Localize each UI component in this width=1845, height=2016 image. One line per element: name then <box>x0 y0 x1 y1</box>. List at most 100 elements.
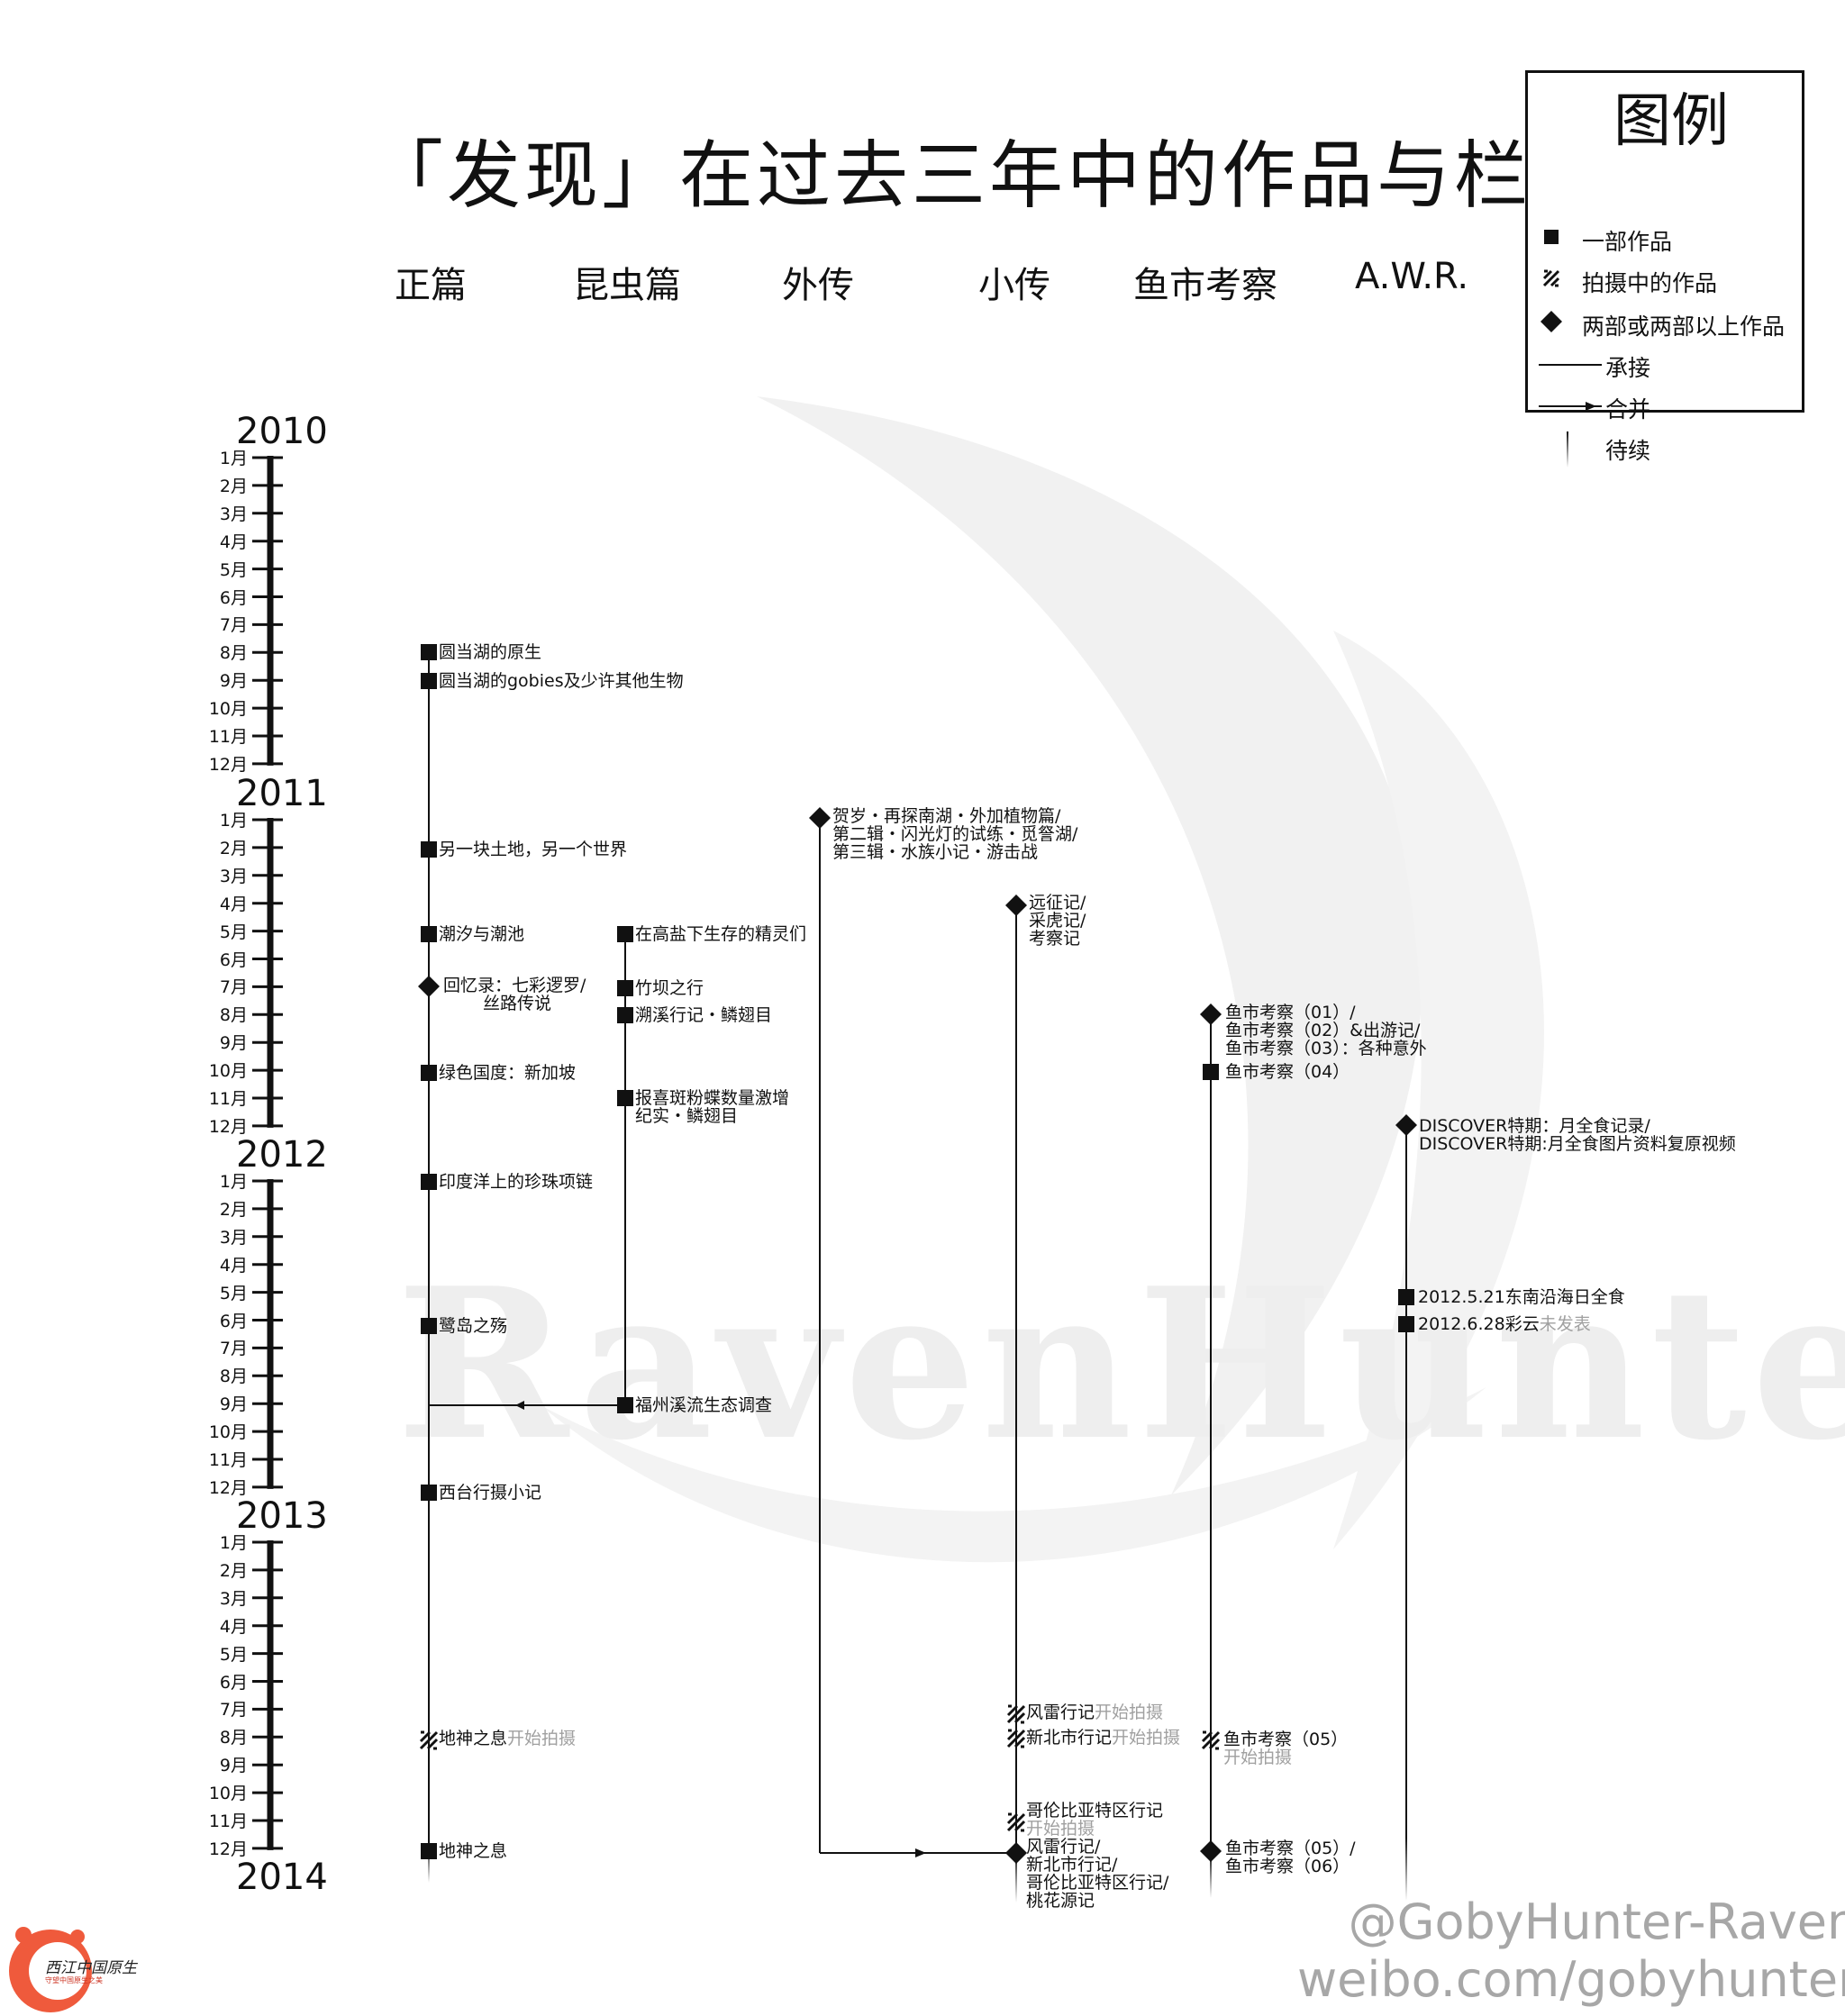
entry-main-3: 另一块土地，另一个世界 <box>439 840 628 859</box>
entry-main-5: 回忆录：七彩逻罗/ 丝路传说 <box>443 976 586 1013</box>
month-label: 1月 <box>219 811 248 831</box>
entry-short-story-5: 风雷行记/ 新北市行记/ 哥伦比亚特区行记/ 桃花源记 <box>1026 1837 1169 1911</box>
month-label: 2月 <box>219 476 248 496</box>
multiple-works-markers <box>418 807 1417 1864</box>
year-label: 2010 <box>236 411 328 452</box>
entry-short-story-2: 风雷行记开始拍摄 <box>1026 1703 1164 1722</box>
entry-fish-market-4: 鱼市考察（05）/ 鱼市考察（06） <box>1225 1839 1356 1876</box>
month-label: 5月 <box>219 1644 248 1665</box>
month-label: 4月 <box>219 894 248 914</box>
month-label: 12月 <box>208 1839 248 1859</box>
month-label: 8月 <box>219 1005 248 1026</box>
month-label: 7月 <box>219 615 248 636</box>
hatched-marker-icon <box>1542 269 1560 287</box>
column-header-short-story: 小传 <box>978 265 1050 306</box>
entry-insects-4: 报喜斑粉蝶数量激增 纪实・鳞翅目 <box>635 1088 790 1126</box>
month-label: 4月 <box>219 531 248 552</box>
arrow-line-icon <box>1539 402 1602 411</box>
month-label: 12月 <box>208 1116 248 1137</box>
main-series-fade <box>428 1842 430 1883</box>
month-label: 9月 <box>219 671 248 692</box>
legend-item-merge: 合并 <box>1528 385 1802 426</box>
month-label: 1月 <box>219 1533 248 1553</box>
entry-awr-3: 2012.6.28彩云未发表 <box>1418 1314 1591 1334</box>
corner-logo-icon <box>9 1927 92 2012</box>
month-label: 11月 <box>208 1450 248 1470</box>
page-title: 「发现」在过去三年中的作品与栏目 <box>369 133 1610 219</box>
month-label: 2月 <box>219 838 248 858</box>
month-label: 9月 <box>219 1033 248 1054</box>
month-label: 8月 <box>219 643 248 664</box>
column-header-awr: A.W.R. <box>1355 256 1469 297</box>
weibo-watermark: @GobyHunter-Raven weibo.com/gobyhunter <box>1297 1893 1845 2008</box>
diamond-marker-icon <box>1541 311 1562 332</box>
line-icon <box>1539 364 1602 366</box>
column-header-side-story: 外传 <box>782 265 854 306</box>
month-label: 9月 <box>219 1756 248 1776</box>
merge-arrow <box>515 1401 524 1410</box>
month-label: 8月 <box>219 1367 248 1387</box>
month-label: 5月 <box>219 559 248 580</box>
month-label: 11月 <box>208 727 248 747</box>
month-label: 10月 <box>208 1784 248 1804</box>
month-label: 6月 <box>219 949 248 970</box>
month-label: 4月 <box>219 1616 248 1637</box>
month-label: 3月 <box>219 866 248 886</box>
month-label: 7月 <box>219 1339 248 1359</box>
entry-fish-market-3: 鱼市考察（05） 开始拍摄 <box>1223 1730 1349 1767</box>
month-label: 9月 <box>219 1394 248 1415</box>
entry-main-1: 圆当湖的原生 <box>439 642 542 662</box>
entry-main-9: 西台行摄小记 <box>439 1483 542 1503</box>
month-label: 7月 <box>219 977 248 998</box>
month-label: 8月 <box>219 1728 248 1748</box>
month-label: 3月 <box>219 1227 248 1248</box>
entry-awr-2: 2012.5.21东南沿海日全食 <box>1418 1287 1625 1307</box>
logo-subtext: 守望中国原生之美 <box>45 1976 103 1984</box>
single-work-markers <box>421 644 1414 1859</box>
month-label: 11月 <box>208 1812 248 1831</box>
legend-item-to-be-continued: 待续 <box>1528 426 1802 468</box>
merge-arrow-side-story <box>915 1848 926 1857</box>
year-label: 2013 <box>236 1495 328 1537</box>
entry-main-11: 地神之息 <box>439 1841 508 1861</box>
entry-short-story-4: 哥伦比亚特区行记 开始拍摄 <box>1026 1801 1164 1839</box>
month-label: 12月 <box>208 1477 248 1498</box>
entry-insects-1: 在高盐下生存的精灵们 <box>635 924 807 944</box>
entry-insects-5: 福州溪流生态调查 <box>635 1395 773 1415</box>
svg-text:RavenHunter: RavenHunter <box>396 1243 1845 1486</box>
month-label: 7月 <box>219 1700 248 1721</box>
month-label: 5月 <box>219 922 248 942</box>
year-label: 2014 <box>236 1857 328 1898</box>
entry-fish-market-2: 鱼市考察（04） <box>1225 1062 1350 1082</box>
logo-text: 西江中国原生 <box>45 1959 137 1977</box>
month-label: 3月 <box>219 504 248 524</box>
entry-main-8: 鹭岛之殇 <box>439 1316 508 1336</box>
month-label: 10月 <box>208 1422 248 1443</box>
entry-side-story-1: 贺岁・再探南湖・外加植物篇/ 第二辑・闪光灯的试练・觅詧湖/ 第三辑・水族小记・… <box>832 806 1078 862</box>
month-label: 1月 <box>219 449 248 468</box>
entry-main-7: 印度洋上的珍珠项链 <box>439 1172 594 1192</box>
month-label: 1月 <box>219 1172 248 1192</box>
legend-item-single-work: 一部作品 <box>1528 217 1802 259</box>
entry-awr-1: DISCOVER特期：月全食记录/ DISCOVER特期:月全食图片资料复原视频 <box>1419 1116 1736 1154</box>
legend-title: 图例 <box>1613 88 1729 155</box>
column-header-insects: 昆虫篇 <box>573 265 681 306</box>
month-label: 10月 <box>208 699 248 720</box>
month-label: 2月 <box>219 1560 248 1581</box>
entry-main-10: 地神之息开始拍摄 <box>439 1729 577 1748</box>
month-label: 6月 <box>219 587 248 608</box>
entry-main-2: 圆当湖的gobies及少许其他生物 <box>439 671 684 691</box>
column-header-fish-market: 鱼市考察 <box>1133 265 1277 306</box>
entry-insects-2: 竹坝之行 <box>635 978 704 998</box>
month-label: 5月 <box>219 1283 248 1303</box>
month-label: 3月 <box>219 1588 248 1609</box>
month-label: 2月 <box>219 1199 248 1220</box>
entry-fish-market-1: 鱼市考察（01）/ 鱼市考察（02）&出游记/ 鱼市考察（03）：各种意外 <box>1225 1003 1427 1058</box>
month-label: 6月 <box>219 1672 248 1693</box>
month-label: 10月 <box>208 1061 248 1082</box>
legend-item-continue: 承接 <box>1528 343 1802 385</box>
month-label: 12月 <box>208 754 248 775</box>
